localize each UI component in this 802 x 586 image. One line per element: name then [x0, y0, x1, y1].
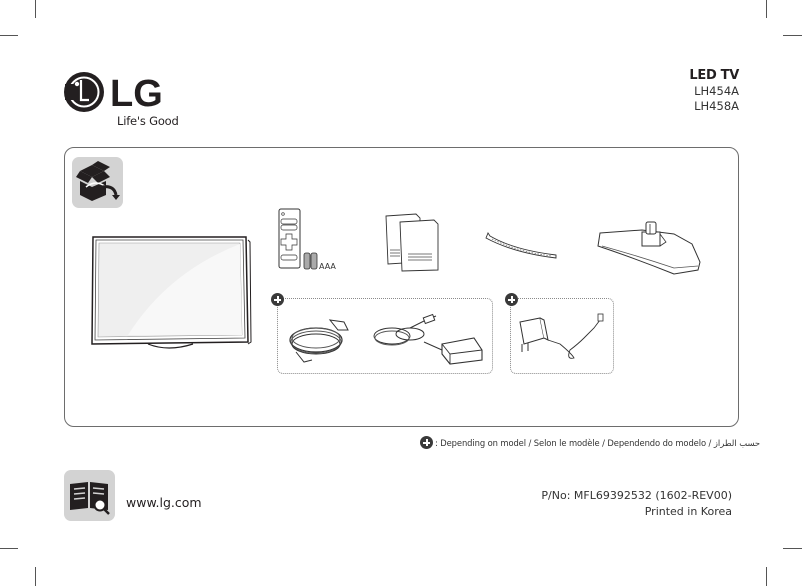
model-number: LH454A	[694, 84, 739, 98]
power-cord-illustration	[286, 316, 356, 368]
optional-plus-icon	[271, 293, 284, 306]
crop-mark	[766, 0, 767, 18]
crop-mark	[0, 548, 18, 549]
stand-cover-illustration	[484, 228, 560, 268]
brand-tagline: Life's Good	[117, 114, 179, 128]
lg-face-icon: LG	[64, 72, 163, 115]
crop-mark	[35, 567, 36, 586]
crop-mark	[766, 567, 767, 586]
printed-in: Printed in Korea	[644, 505, 732, 518]
model-number: LH458A	[694, 99, 739, 113]
brand-name: LG	[110, 73, 163, 114]
footnote-text: : Depending on model / Selon le modèle /…	[435, 438, 761, 448]
stand-base-illustration	[594, 218, 714, 280]
manual-search-icon	[64, 470, 115, 521]
website-link[interactable]: www.lg.com	[126, 495, 202, 510]
optional-group-power	[277, 298, 493, 374]
footnote: : Depending on model / Selon le modèle /…	[420, 436, 760, 449]
battery-label: AAA	[319, 262, 336, 271]
optional-group-wall-adapter	[510, 298, 614, 374]
tv-illustration	[88, 232, 252, 358]
product-title-block: LED TV LH454A LH458A	[689, 68, 739, 114]
part-number: P/No: MFL69392532 (1602-REV00)	[541, 489, 732, 502]
remote-control-illustration	[278, 208, 302, 270]
lg-logo: LG Life's Good	[62, 70, 182, 130]
components-panel	[64, 147, 739, 427]
product-type: LED TV	[689, 68, 739, 83]
crop-mark	[0, 35, 18, 36]
crop-mark	[35, 0, 36, 18]
battery-icon	[303, 252, 319, 270]
wall-adapter-illustration	[514, 310, 610, 366]
unboxing-icon	[72, 157, 123, 208]
part-number-block: P/No: MFL69392532 (1602-REV00) Printed i…	[541, 488, 732, 520]
optional-plus-icon	[420, 436, 433, 449]
optional-plus-icon	[505, 293, 518, 306]
crop-mark	[783, 35, 802, 36]
manuals-illustration	[384, 212, 442, 272]
ac-adapter-illustration	[370, 306, 486, 368]
crop-mark	[783, 548, 802, 549]
